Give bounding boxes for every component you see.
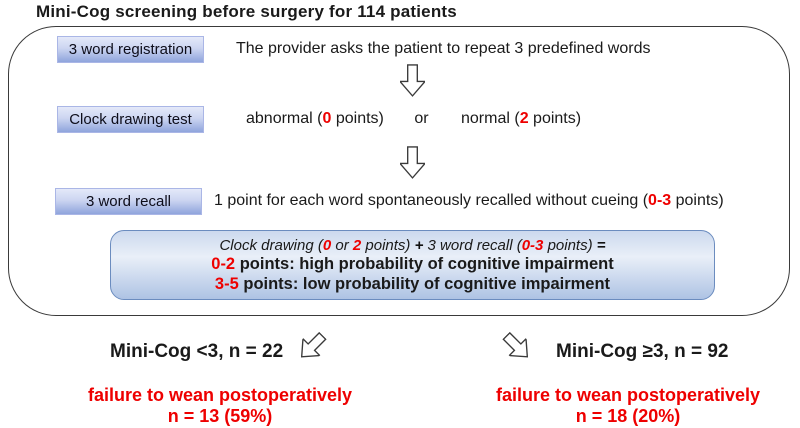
outcome-high-line2: n = 18 (20%) — [575, 406, 681, 426]
step-label-recall: 3 word recall — [55, 188, 202, 215]
recall-description: 1 point for each word spontaneously reca… — [214, 192, 724, 209]
group-label-low-score: Mini-Cog <3, n = 22 — [110, 341, 284, 362]
outcome-low-line1: failure to wean postoperatively — [87, 385, 353, 405]
outcome-high-line1: failure to wean postoperatively — [495, 385, 761, 405]
clock-options: abnormal (0 points) or normal (2 points) — [246, 110, 581, 128]
group-label-high-score: Mini-Cog ≥3, n = 92 — [556, 341, 729, 362]
down-arrow-icon — [398, 64, 427, 97]
scoring-summary-box: Clock drawing (0 or 2 points) + 3 word r… — [110, 230, 715, 300]
formula-clock-low: 0 — [322, 236, 332, 254]
down-left-arrow-icon — [293, 327, 332, 366]
formula-clock-high: 2 — [352, 236, 362, 254]
clock-abnormal-text: abnormal (0 points) — [246, 110, 384, 127]
clock-abnormal-score: 0 — [322, 110, 332, 127]
high-probability-line: 0-2 points: high probability of cognitiv… — [211, 254, 614, 273]
outcome-low-score: failure to wean postoperatively n = 13 (… — [60, 385, 380, 427]
clock-or-text: or — [414, 110, 429, 127]
down-right-arrow-icon — [498, 327, 537, 366]
step-label-registration: 3 word registration — [57, 36, 204, 63]
formula-recall-range: 0-3 — [521, 236, 544, 254]
step-label-recall-text: 3 word recall — [85, 193, 172, 210]
low-probability-line: 3-5 points: low probability of cognitive… — [214, 274, 611, 293]
equals-sign: = — [596, 236, 606, 254]
down-arrow-icon — [398, 146, 427, 179]
step-label-registration-text: 3 word registration — [68, 41, 193, 58]
high-risk-range: 0-2 — [211, 254, 236, 273]
plus-sign: + — [414, 236, 424, 254]
outcome-high-score: failure to wean postoperatively n = 18 (… — [468, 385, 788, 427]
page-title: Mini-Cog screening before surgery for 11… — [36, 2, 457, 21]
registration-description: The provider asks the patient to repeat … — [236, 40, 651, 57]
outcome-low-line2: n = 13 (59%) — [167, 406, 273, 426]
scoring-formula: Clock drawing (0 or 2 points) + 3 word r… — [219, 236, 606, 254]
step-label-clock: Clock drawing test — [57, 106, 204, 133]
step-label-clock-text: Clock drawing test — [69, 111, 192, 128]
clock-normal-text: normal (2 points) — [461, 110, 582, 127]
low-risk-range: 3-5 — [214, 274, 239, 293]
recall-score-range: 0-3 — [648, 192, 672, 209]
clock-normal-score: 2 — [519, 110, 529, 127]
